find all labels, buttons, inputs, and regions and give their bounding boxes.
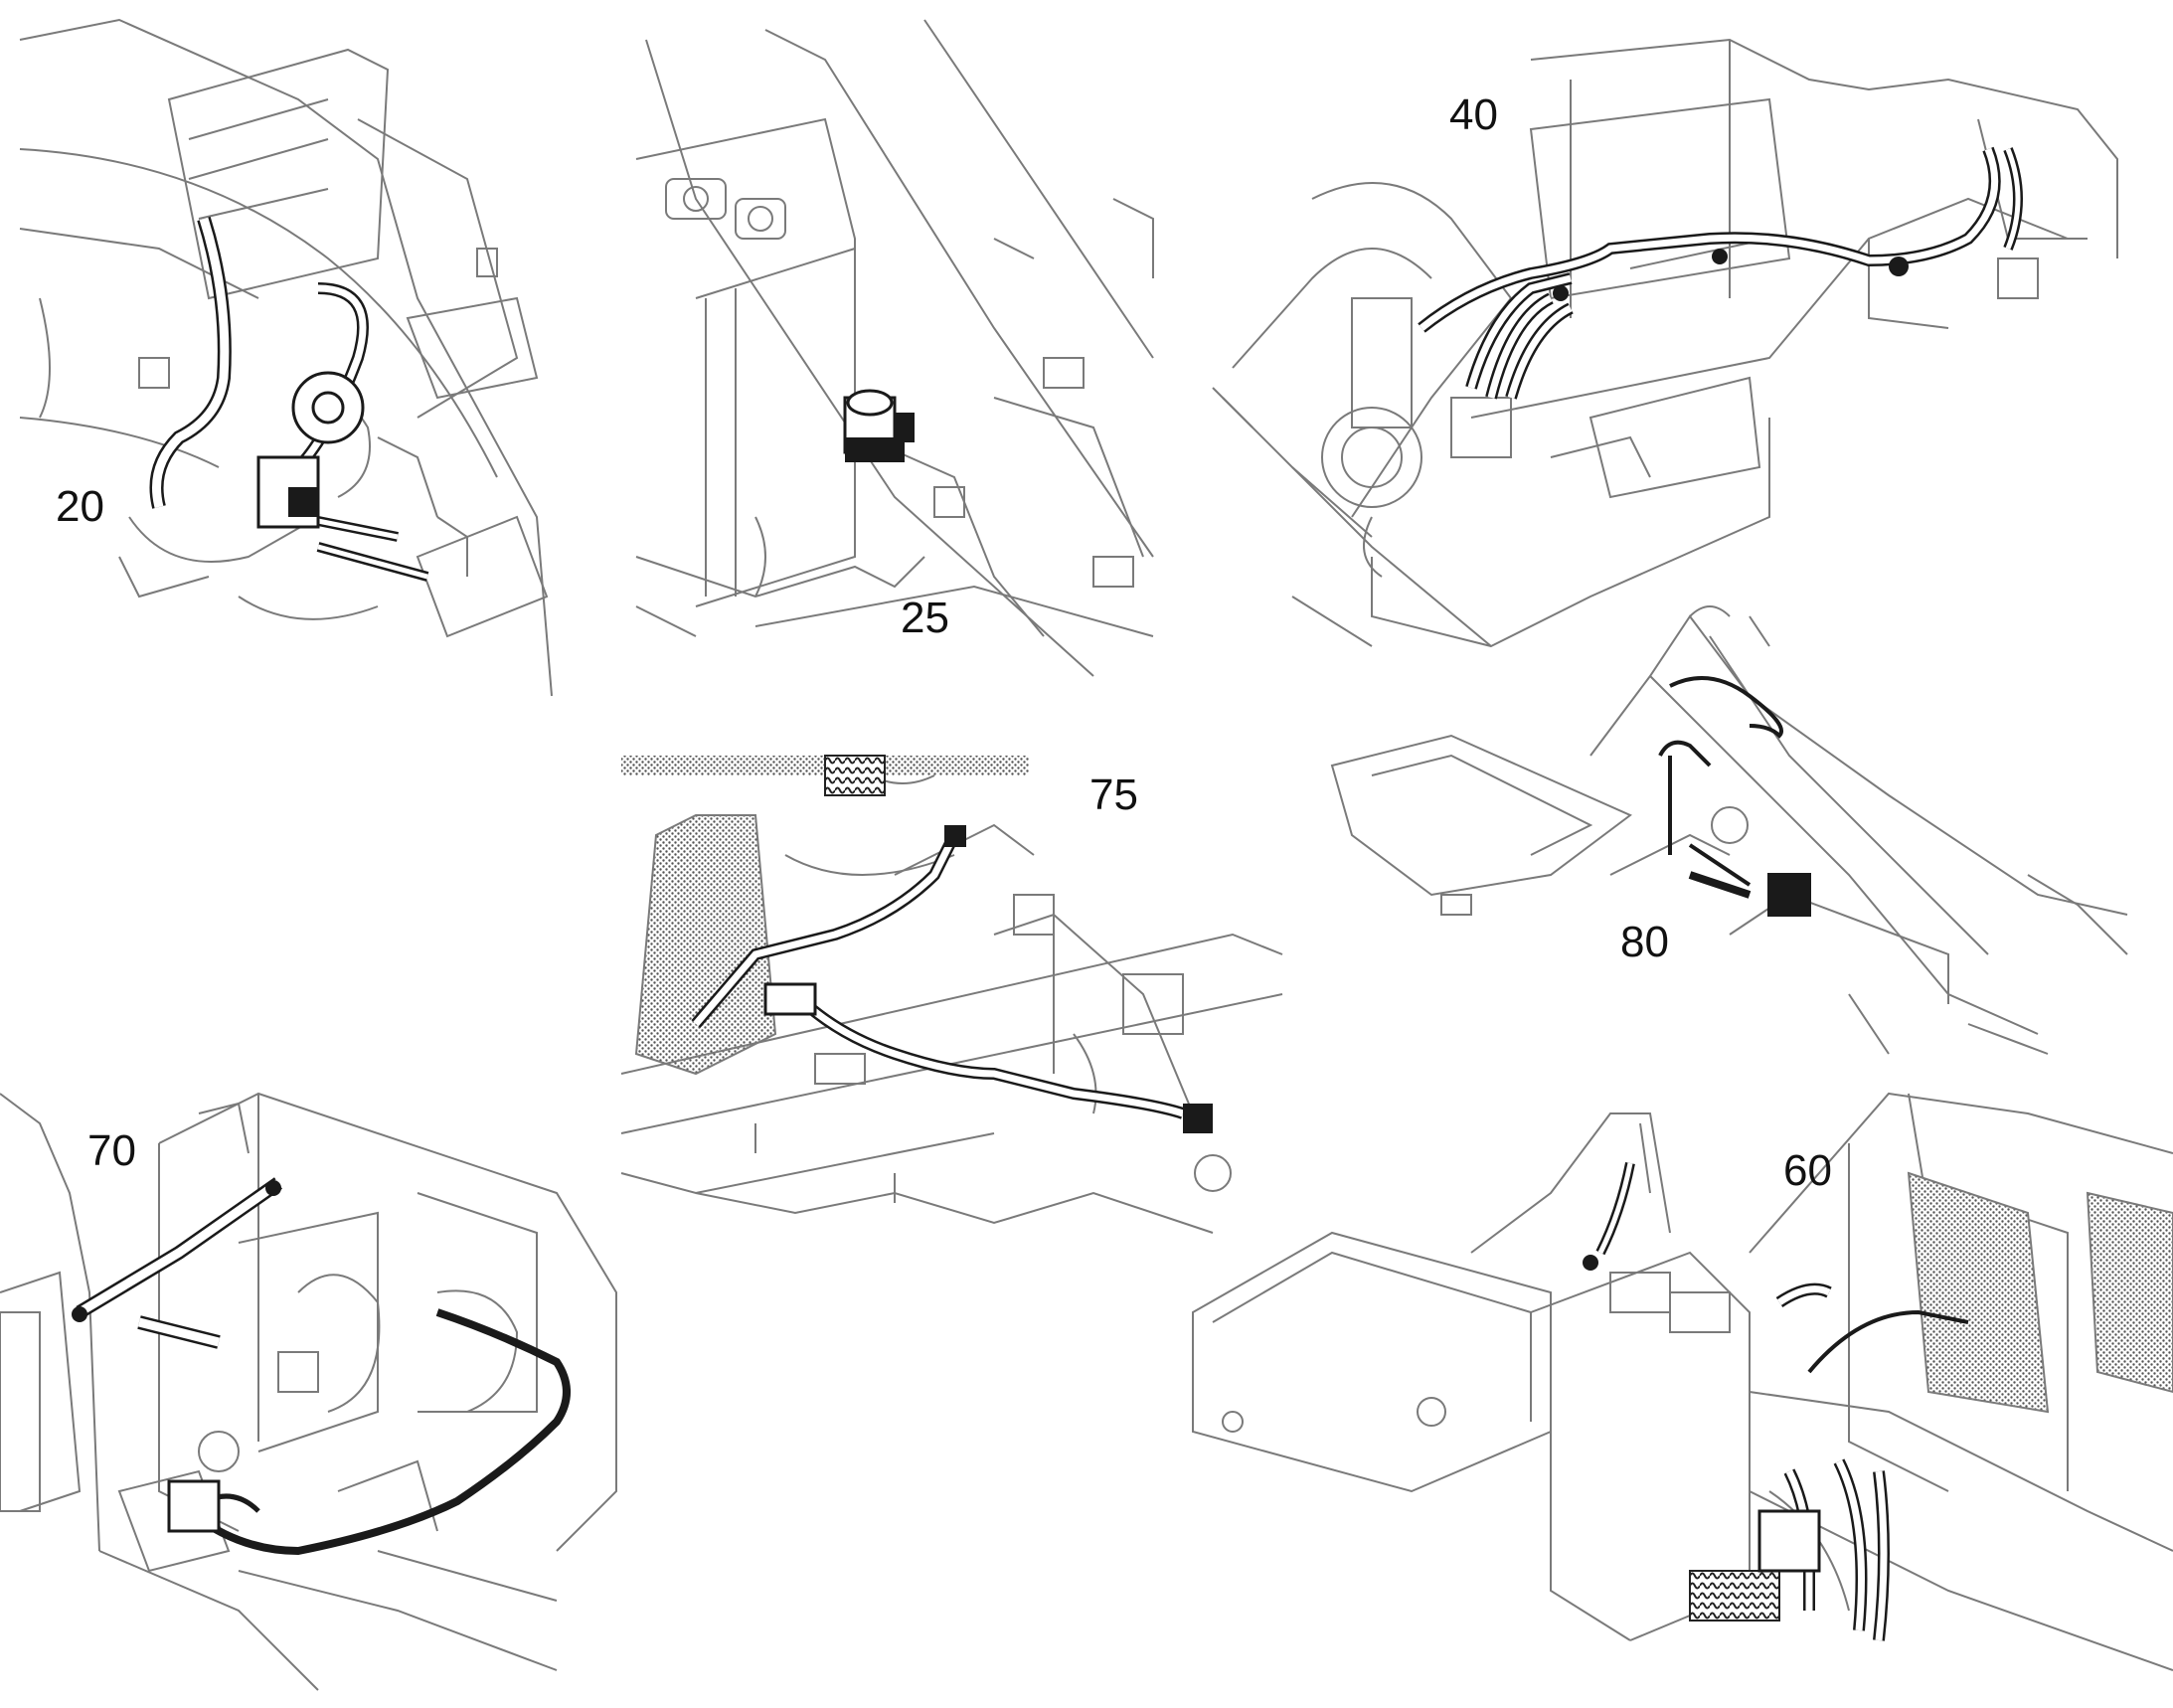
view-60-cooler <box>1907 1171 2173 1414</box>
view-20 <box>19 18 553 697</box>
view-60-hoses <box>1583 1162 1969 1641</box>
view-25 <box>635 19 1154 677</box>
callout-70: 70 <box>87 1126 136 1175</box>
callout-20: 20 <box>56 482 104 531</box>
view-75 <box>620 756 1283 1234</box>
view-70 <box>0 1092 617 1691</box>
callout-80: 80 <box>1620 918 1669 966</box>
view-75-hose <box>691 825 1213 1133</box>
view-40 <box>1212 38 2118 648</box>
view-80-line <box>1658 676 1811 917</box>
callout-25: 25 <box>901 594 949 642</box>
view-25-valve <box>843 389 915 462</box>
callout-40: 40 <box>1449 90 1498 139</box>
view-40-hoses <box>1418 146 2023 400</box>
view-75-cooler-coil <box>824 755 886 796</box>
view-80 <box>1330 605 2128 1055</box>
view-70-hoses <box>72 1177 571 1556</box>
view-20-hoses <box>149 216 429 582</box>
callout-75: 75 <box>1089 770 1138 819</box>
callout-60: 60 <box>1783 1146 1832 1195</box>
